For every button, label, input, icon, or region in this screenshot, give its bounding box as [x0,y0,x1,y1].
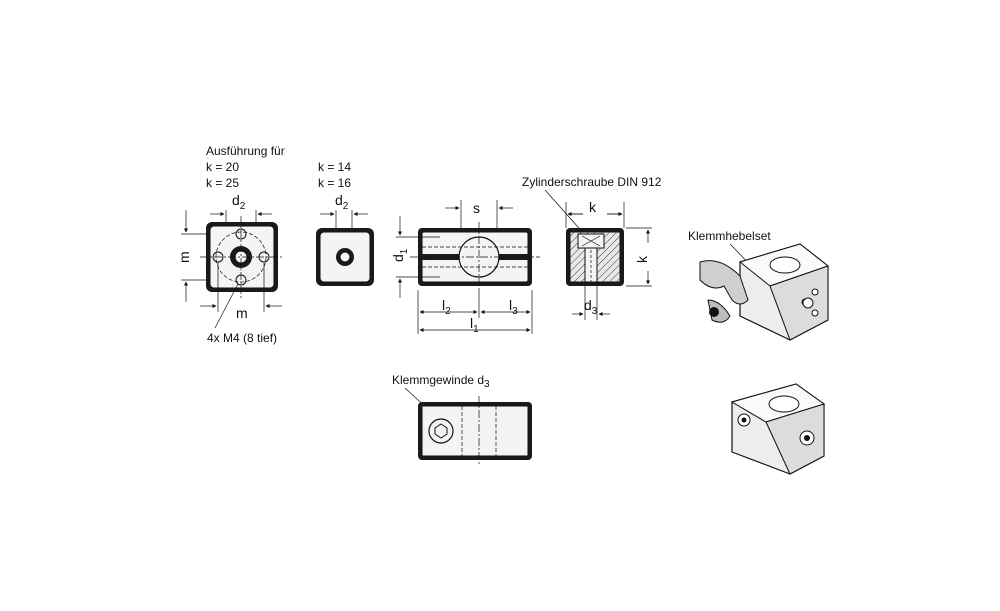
iso-view-lever: Klemmhebelset [688,229,830,341]
lever-set-label: Klemmhebelset [688,229,771,243]
top-view: Klemmgewinde d3 [392,373,532,466]
screw-label: Zylinderschraube DIN 912 [522,175,662,189]
variant-b-k14: k = 14 [318,160,351,174]
variant-a-k25: k = 25 [206,176,239,190]
clamp-thread-label: Klemmgewinde d3 [392,373,490,390]
dim-d3-label: d3 [584,297,598,317]
side-view: s d1 l2 l3 l1 [390,200,540,335]
dim-m-horizontal: m [236,305,248,321]
dim-s-label: s [473,200,480,216]
front-view-large: Ausführung für k = 20 k = 25 d2 m m [176,144,285,345]
thread-label: 4x M4 (8 tief) [207,331,277,345]
dim-d2-label-b: d2 [335,192,349,212]
front-view-small: k = 14 k = 16 d2 [316,160,374,286]
iso-view-block [730,383,826,475]
dim-l3-label: l3 [509,297,518,317]
clamp-screw-head [428,418,454,444]
variant-a-title: Ausführung für [206,144,285,158]
dim-k-top-label: k [589,199,597,215]
section-view: Zylinderschraube DIN 912 k k d3 [522,175,662,320]
dim-d2-label-a: d2 [232,192,246,212]
dim-l2-label: l2 [442,297,451,317]
dim-l1-label: l1 [470,315,479,335]
variant-a-k20: k = 20 [206,160,239,174]
dim-d1-label: d1 [390,248,410,262]
variant-b-k16: k = 16 [318,176,351,190]
dim-k-side-label: k [634,255,650,263]
dim-m-vertical: m [176,251,192,263]
